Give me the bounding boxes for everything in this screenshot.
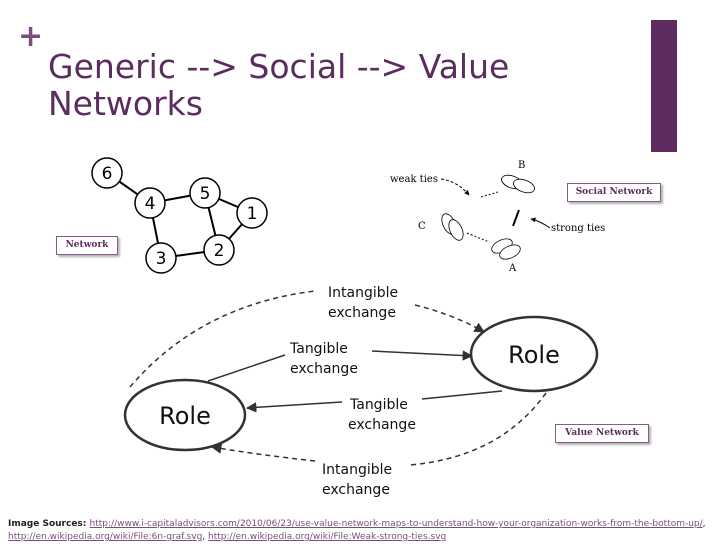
footer-sep-2: ,: [202, 532, 209, 542]
node-b-label: B: [518, 160, 525, 171]
network-tag: Network: [56, 236, 118, 255]
strong-ties-label: strong ties: [551, 223, 605, 234]
node-c-label: C: [418, 221, 426, 232]
role-left-label: Role: [159, 402, 211, 430]
weak-tie-cb: [480, 191, 499, 198]
node-1: [236, 197, 268, 229]
intangible-top-line: [129, 290, 316, 388]
accent-bar: [651, 20, 677, 152]
tangible-lower-line-1: Tangible: [349, 397, 408, 413]
strong-ties-pointer: [530, 217, 551, 229]
role-right-label: Role: [508, 341, 560, 369]
node-a-label: A: [508, 263, 517, 274]
bottom-exchange-line-1: Intangible: [322, 462, 392, 478]
tangible-upper-line-1: Tangible: [289, 341, 348, 357]
bottom-exchange-line-2: exchange: [322, 482, 390, 498]
node-label-2: 2: [214, 241, 225, 261]
node-5: [189, 177, 221, 209]
top-exchange-line-1: Intangible: [328, 285, 398, 301]
strong-tie-ba: [512, 209, 520, 227]
generic-network-graph: 6 4 5 1 3 2: [91, 157, 268, 274]
tangible-upper-arrow: [371, 350, 474, 361]
plus-icon: +: [18, 19, 44, 54]
footer-sep-1: ,: [702, 519, 706, 529]
node-label-1: 1: [247, 204, 258, 224]
intangible-top-arrow: [414, 304, 485, 333]
person-b-2: [513, 178, 535, 194]
tangible-lower-line-2: exchange: [348, 417, 416, 433]
weak-ties-label: weak ties: [390, 174, 438, 185]
node-3: [145, 242, 177, 274]
value-network-diagram: Role Role Intangible exchange Tangible e…: [123, 285, 599, 498]
source-link-3[interactable]: http://en.wikipedia.org/wiki/File:Weak-s…: [208, 532, 447, 542]
node-label-5: 5: [200, 184, 211, 204]
top-exchange-line-2: exchange: [328, 305, 396, 321]
node-label-6: 6: [102, 164, 113, 184]
weak-tie-ca: [466, 232, 490, 243]
role-left-node: [123, 378, 247, 452]
image-sources-footer: Image Sources: http://www.i-capitaladvis…: [8, 518, 724, 544]
tangible-lower-line: [421, 390, 503, 400]
node-2: [203, 234, 235, 266]
node-4: [134, 187, 166, 219]
footer-prefix: Image Sources:: [8, 519, 90, 529]
person-c-2: [448, 219, 464, 241]
node-label-3: 3: [156, 249, 167, 269]
tangible-lower-arrow: [245, 401, 343, 413]
node-6: [91, 157, 123, 189]
social-network-tag: Social Network: [567, 183, 661, 202]
weak-ties-pointer: [440, 178, 470, 196]
tangible-upper-line-2: exchange: [290, 361, 358, 377]
social-network-diagram: weak ties B C A strong ties: [390, 160, 605, 274]
person-a-2: [499, 244, 521, 260]
node-label-4: 4: [145, 194, 156, 214]
source-link-1[interactable]: http://www.i-capitaladvisors.com/2010/06…: [89, 519, 703, 529]
tangible-upper-line: [207, 354, 286, 382]
title-line-2: Networks: [48, 84, 203, 123]
value-network-tag: Value Network: [555, 424, 649, 443]
source-link-2[interactable]: http://en.wikipedia.org/wiki/File:6n-gra…: [8, 532, 203, 542]
slide-title: Generic --> Social --> Value Networks: [48, 48, 608, 122]
intangible-bottom-arrow: [210, 443, 316, 462]
intangible-bottom-line: [409, 392, 547, 466]
title-line-1: Generic --> Social --> Value: [48, 47, 510, 86]
